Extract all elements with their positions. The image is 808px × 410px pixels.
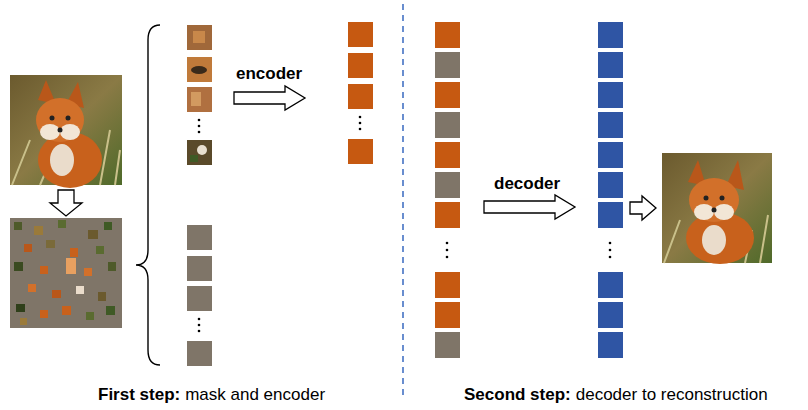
brace	[136, 25, 160, 365]
step-caption: Second step:decoder to reconstruction	[464, 385, 768, 405]
step-caption: First step:mask and encoder	[98, 385, 325, 405]
ellipsis-dots	[446, 242, 449, 259]
ellipsis-dots	[359, 116, 362, 131]
decoder-arrow	[484, 195, 575, 219]
mixed-tokens	[435, 22, 460, 358]
decoded-tokens	[598, 22, 623, 358]
down-arrow	[50, 190, 82, 216]
visible-patches	[187, 25, 212, 165]
encoded-tokens	[348, 22, 373, 164]
text-label: Second step:	[464, 385, 571, 405]
encoder-arrow	[234, 86, 305, 110]
masked-image	[10, 218, 122, 328]
mask-tokens	[187, 225, 212, 366]
ellipsis-dots	[609, 242, 612, 259]
ellipsis-dots	[198, 318, 201, 333]
text-label: First step:	[98, 385, 180, 405]
text-label: decoder to reconstruction	[576, 385, 768, 405]
fox-image	[10, 75, 122, 188]
text-label: mask and encoder	[185, 385, 325, 405]
text-label: encoder	[236, 64, 302, 84]
output-arrow	[630, 196, 656, 220]
text-label: decoder	[494, 174, 560, 194]
reconstructed-image	[662, 153, 772, 264]
step-divider	[402, 4, 404, 398]
